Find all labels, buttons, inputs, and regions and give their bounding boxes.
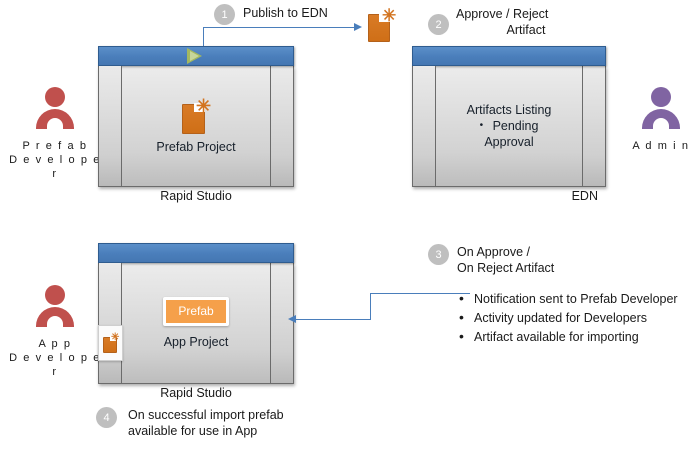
window-body: Artifacts Listing • Pending Approval (412, 66, 606, 187)
connector-3-arrowhead (288, 315, 296, 323)
actor-label-line2: D e v e l o p e r (9, 352, 101, 378)
connector-3-vertical (370, 293, 371, 319)
window-caption: Rapid Studio (160, 386, 232, 400)
bullet-marker: • (479, 120, 484, 131)
connector-1-horizontal (203, 27, 355, 28)
step-4-label-line2: available for use in App (128, 424, 258, 438)
window-titlebar (98, 46, 294, 66)
step-4-label-line1: On successful import prefab (128, 408, 284, 422)
window-edn[interactable]: Artifacts Listing • Pending Approval EDN (412, 46, 606, 203)
artifact-icon-published: ✳ (366, 6, 398, 42)
artifact-notch (110, 336, 116, 341)
actor-prefab-developer: P r e f a b D e v e l o p e r (9, 85, 101, 181)
step-2-label-line2: Artifact (506, 23, 546, 37)
play-button-icon[interactable] (187, 48, 202, 64)
actor-admin: A d m i n (615, 85, 700, 153)
artifact-notch (379, 13, 390, 22)
window-titlebar (98, 243, 294, 263)
window-content-bullet-1: • Pending (480, 118, 539, 134)
window-right-pane (270, 263, 293, 383)
artifact-sparkle-icon: ✳ (382, 6, 397, 25)
bullet-marker: • (459, 290, 464, 306)
window-right-pane (270, 66, 293, 186)
window-body: ✳ Prefab Project (98, 66, 294, 187)
window-left-pane (413, 66, 436, 186)
prefab-chip[interactable]: Prefab (163, 296, 229, 326)
window-content-title: App Project (163, 334, 229, 349)
step-1-label: Publish to EDN (243, 6, 328, 20)
step-2-badge: 2 (428, 14, 449, 35)
artifact-icon-small: ✳ (102, 332, 120, 353)
actor-label-line1: P r e f a b (22, 140, 88, 152)
window-rapid-studio-prefab[interactable]: ✳ Prefab Project Rapid Studio (98, 46, 294, 203)
window-main-pane: Prefab App Project (122, 263, 270, 383)
notes-list: • Notification sent to Prefab Developer … (456, 290, 686, 347)
bullet-text: Pending (492, 119, 539, 133)
step-4-badge: 4 (96, 407, 117, 428)
step-3-label-line1: On Approve / (457, 245, 530, 259)
connector-1-vertical (203, 27, 204, 53)
artifact-sparkle-icon: ✳ (196, 96, 212, 116)
list-item-text: Artifact available for importing (474, 330, 639, 344)
sidebar-artifact-tab[interactable]: ✳ (98, 325, 123, 361)
window-right-pane (582, 66, 605, 186)
step-3-badge: 3 (428, 244, 449, 265)
person-icon (9, 283, 101, 337)
bullet-marker: • (459, 309, 464, 325)
window-caption: EDN (571, 189, 598, 203)
window-content-title: Prefab Project (156, 140, 236, 154)
actor-label-line2: D e v e l o p e r (9, 154, 101, 180)
connector-3-horizontal-top (370, 293, 470, 294)
window-content-bullet-2: Approval (484, 135, 534, 149)
list-item: • Artifact available for importing (456, 328, 686, 346)
person-icon (615, 85, 700, 139)
window-left-pane (99, 66, 122, 186)
artifact-sparkle-icon: ✳ (111, 332, 120, 343)
list-item-text: Activity updated for Developers (474, 311, 648, 325)
window-content-title: Artifacts Listing (466, 103, 552, 117)
artifact-notch (194, 103, 205, 112)
list-item: • Notification sent to Prefab Developer (456, 290, 686, 308)
step-2-label-line1: Approve / Reject (456, 7, 549, 21)
actor-label-line1: A p p (38, 338, 72, 350)
person-icon (9, 85, 101, 139)
window-titlebar (412, 46, 606, 66)
window-rapid-studio-app[interactable]: ✳ Prefab App Project Rapid Studio (98, 243, 294, 400)
bullet-marker: • (459, 328, 464, 344)
list-item: • Activity updated for Developers (456, 309, 686, 327)
connector-3-horizontal-bottom (296, 319, 371, 320)
list-item-text: Notification sent to Prefab Developer (474, 292, 678, 306)
window-left-pane: ✳ (98, 263, 123, 383)
window-caption: Rapid Studio (160, 189, 232, 203)
step-1-badge: 1 (214, 4, 235, 25)
step-3-label-line2: On Reject Artifact (457, 261, 555, 275)
actor-label-line1: A d m i n (632, 140, 690, 152)
window-main-pane: ✳ Prefab Project (122, 66, 270, 186)
connector-1-arrowhead (354, 23, 362, 31)
actor-app-developer: A p p D e v e l o p e r (9, 283, 101, 379)
window-body: ✳ Prefab App Project (98, 263, 294, 384)
window-main-pane: Artifacts Listing • Pending Approval (436, 66, 582, 186)
artifact-icon-project: ✳ (179, 96, 213, 134)
